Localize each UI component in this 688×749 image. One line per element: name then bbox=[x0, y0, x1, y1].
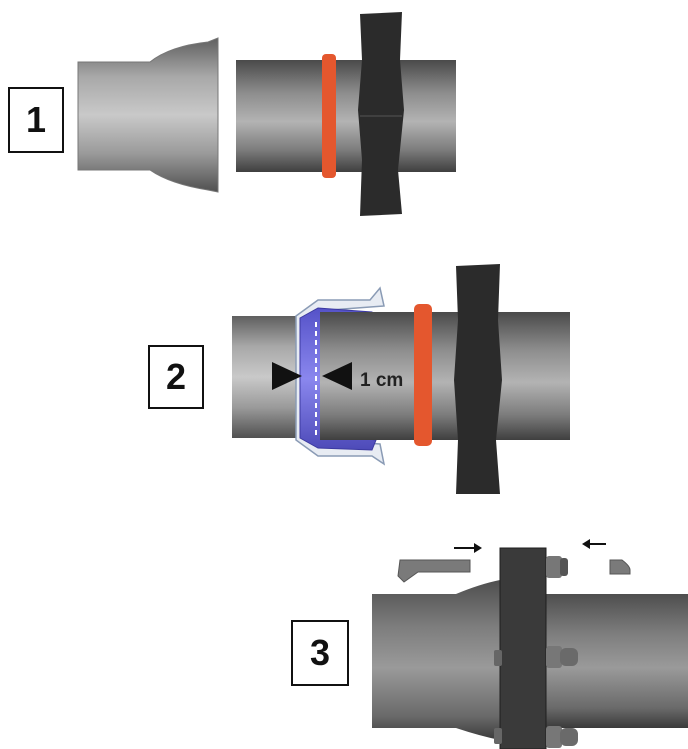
step-number-3: 3 bbox=[291, 620, 349, 686]
bolt-head bbox=[546, 556, 568, 578]
pipe-right bbox=[320, 312, 570, 440]
flange-plate bbox=[358, 12, 404, 216]
insert-arrow-right-icon bbox=[454, 543, 482, 553]
bolt-head bbox=[546, 646, 578, 668]
bolt-tip bbox=[494, 728, 502, 744]
gap-dimension-label: 1 cm bbox=[360, 370, 404, 391]
step-number-1: 1 bbox=[8, 87, 64, 153]
flange-plate bbox=[500, 548, 546, 749]
step-1-illustration bbox=[77, 12, 456, 216]
step-3-illustration bbox=[372, 539, 688, 749]
flange-plate bbox=[454, 264, 502, 494]
spigot-pipe bbox=[236, 60, 456, 172]
socket-pipe bbox=[77, 37, 219, 193]
gap-arrow-left-icon bbox=[272, 362, 302, 390]
socket-pipe bbox=[372, 580, 500, 740]
step-number-2: 2 bbox=[148, 345, 204, 409]
step-2-illustration bbox=[232, 264, 570, 494]
gasket-ring bbox=[414, 304, 432, 446]
gasket-ring bbox=[322, 54, 336, 178]
gap-arrow-right-icon bbox=[322, 362, 352, 390]
insert-arrow-left-icon bbox=[582, 539, 606, 549]
t-bolt-icon bbox=[397, 559, 471, 583]
nut-icon bbox=[609, 559, 631, 575]
bolt-tip bbox=[494, 650, 502, 666]
bolt-head bbox=[546, 726, 578, 748]
